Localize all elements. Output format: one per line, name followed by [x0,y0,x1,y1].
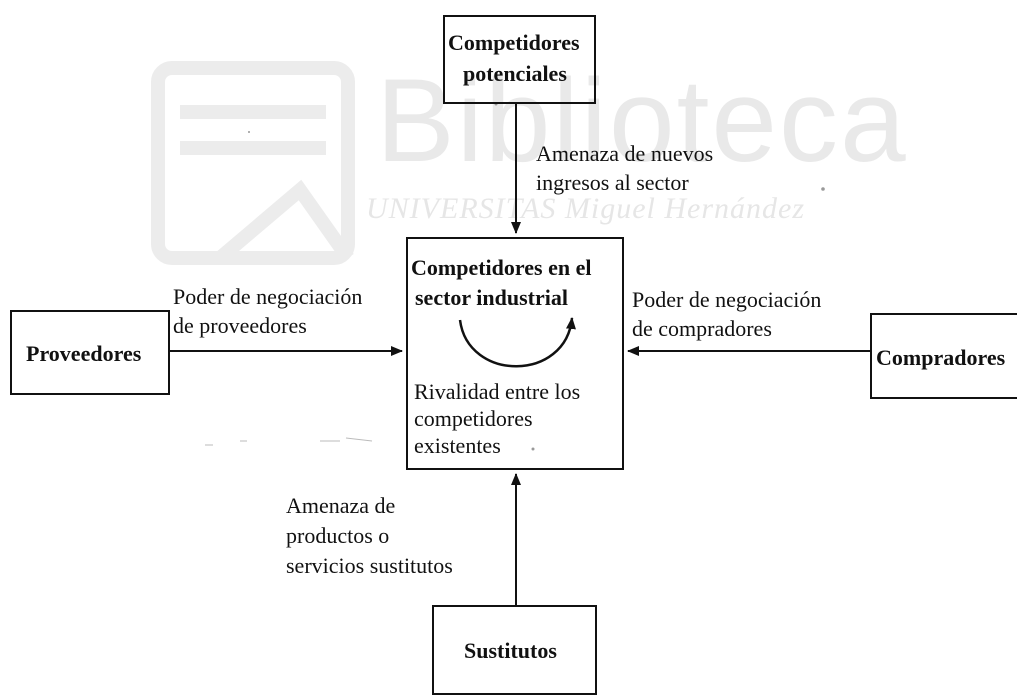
arrow-label-entrantes-line1: Amenaza de nuevos [536,141,714,166]
arrow-label-proveedores-line1: Poder de negociación [173,284,363,309]
arrow-label-sustitutos-line3: servicios sustitutos [286,553,453,578]
arrow-label-compradores-line2: de compradores [632,316,772,341]
node-competidores-sector: Competidores en el sector industrial Riv… [406,237,624,470]
node-compradores: Compradores [870,313,1017,399]
node-centro-rivalry2: competidores [414,406,533,431]
node-centro-rivalry1: Rivalidad entre los [414,379,581,404]
node-sustitutos: Sustitutos [432,605,597,695]
node-compradores-label: Compradores [876,345,1006,370]
arrow-label-entrantes-line2: ingresos al sector [536,170,689,195]
node-proveedores: Proveedores [10,310,170,395]
node-potenciales-line1: Competidores [448,30,580,55]
node-centro-rivalry3: existentes [414,433,501,458]
arrow-label-sustitutos-line2: productos o [286,523,390,548]
node-centro-line1: Competidores en el [411,255,592,280]
rivalry-arrow-icon [458,317,576,368]
arrow-label-sustitutos-line1: Amenaza de [286,493,396,518]
node-centro-line2: sector industrial [415,285,568,310]
node-potenciales-line2: potenciales [463,61,567,86]
arrow-label-compradores-line1: Poder de negociación [632,287,822,312]
node-competidores-potenciales: Competidores potenciales [443,15,596,104]
node-proveedores-label: Proveedores [26,341,142,366]
scan-noise [205,437,373,446]
node-sustitutos-label: Sustitutos [464,638,557,663]
arrow-label-proveedores-line2: de proveedores [173,313,307,338]
